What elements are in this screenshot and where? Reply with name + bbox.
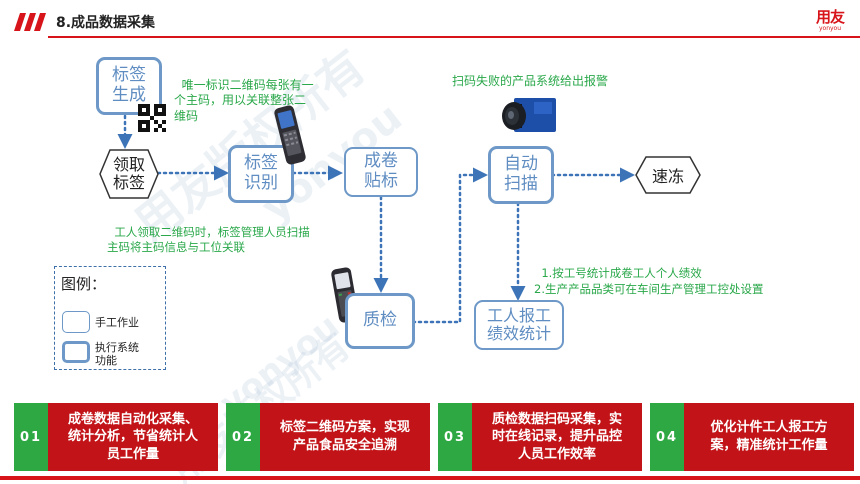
freeze-node xyxy=(635,156,701,194)
node-roll-labeling-text: 成卷 贴标 xyxy=(364,151,398,191)
benefit-card-1: 01 成卷数据自动化采集、 统计分析，节省统计人 员工作量 xyxy=(14,403,218,471)
benefit-card-2: 02 标签二维码方案，实现 产品食品安全追溯 xyxy=(226,403,430,471)
logo-text-cn: 用友 xyxy=(815,8,845,26)
take-label-node xyxy=(99,149,159,199)
connector-qc-to-auto xyxy=(411,167,488,324)
benefit-card-number: 01 xyxy=(14,403,48,471)
worker-note: 工人领取二维码时，标签管理人员扫描 主码将主码信息与工位关联 xyxy=(107,224,310,254)
node-label-recognition: 标签 识别 xyxy=(228,145,294,203)
take-label-text: 领取 标签 xyxy=(112,155,145,192)
qr-code-icon xyxy=(138,104,166,132)
node-label-generation-text: 标签 生成 xyxy=(112,65,146,105)
legend-swatch-manual xyxy=(62,311,90,333)
benefit-card-number: 04 xyxy=(650,403,684,471)
benefit-card-text: 标签二维码方案，实现 产品食品安全追溯 xyxy=(279,420,410,453)
legend-title: 图例： xyxy=(61,275,107,293)
benefit-card-text: 优化计件工人报工方 案，精准统计工作量 xyxy=(710,420,828,453)
header-stripes-icon xyxy=(14,13,46,31)
benefit-card-text: 质检数据扫码采集，实 时在线记录，提升品控 人员工作效率 xyxy=(491,411,622,462)
benefit-card-text: 成卷数据自动化采集、 统计分析，节省统计人 员工作量 xyxy=(67,411,198,462)
footer-divider xyxy=(0,476,860,480)
handheld-scanner-icon xyxy=(274,105,306,165)
benefit-card-number: 02 xyxy=(226,403,260,471)
page-title: 8.成品数据采集 xyxy=(56,15,156,31)
benefit-card-4: 04 优化计件工人报工方 案，精准统计工作量 xyxy=(650,403,854,471)
legend-swatch-system xyxy=(62,341,90,363)
performance-stats-note: 1.按工号统计成卷工人个人绩效 2.生产产品品类可在车间生产管理工控处设置 xyxy=(534,265,764,297)
freeze-text: 速冻 xyxy=(651,167,684,186)
legend: 图例： 手工作业 执行系统 功能 xyxy=(54,266,166,370)
benefit-card-number: 03 xyxy=(438,403,472,471)
legend-label-manual: 手工作业 xyxy=(95,316,139,329)
node-quality-check: 质检 xyxy=(345,293,415,349)
yonyou-logo: 用友 yonyou xyxy=(810,6,850,32)
node-quality-check-text: 质检 xyxy=(363,310,397,331)
node-worker-report: 工人报工 绩效统计 xyxy=(474,300,564,350)
node-auto-scan: 自动 扫描 xyxy=(488,146,554,204)
scan-fail-note: 扫码失败的产品系统给出报警 xyxy=(452,74,609,88)
benefit-card-3: 03 质检数据扫码采集，实 时在线记录，提升品控 人员工作效率 xyxy=(438,403,642,471)
logo-text-en: yonyou xyxy=(818,25,842,32)
header: 8.成品数据采集 用友 yonyou xyxy=(0,0,860,40)
legend-label-system: 执行系统 功能 xyxy=(95,341,139,368)
node-roll-labeling: 成卷 贴标 xyxy=(344,147,418,197)
auto-scanner-camera-icon xyxy=(502,98,556,132)
node-worker-report-text: 工人报工 绩效统计 xyxy=(486,305,551,343)
qr-code-note: 唯一标识二维码每张有一 个主码，用以关联整张二 维码 xyxy=(174,77,314,123)
header-divider xyxy=(48,36,860,38)
node-auto-scan-text: 自动 扫描 xyxy=(504,154,538,194)
node-label-recognition-text: 标签 识别 xyxy=(244,153,278,193)
